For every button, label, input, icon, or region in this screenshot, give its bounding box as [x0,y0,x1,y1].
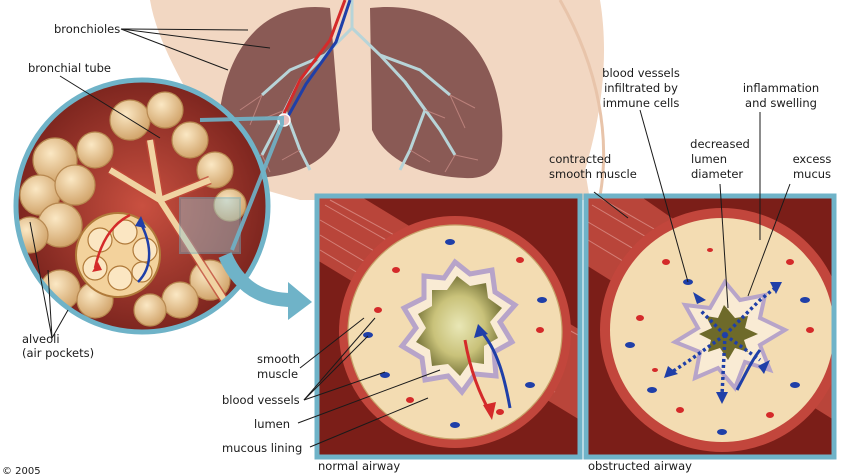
label-contracted-1: contracted [549,152,611,166]
label-air-pockets: (air pockets) [22,346,94,360]
normal-airway-panel [317,196,580,457]
label-contracted-2: smooth muscle [549,167,637,181]
label-excess-2: mucus [793,167,831,181]
label-inflammation-2: and swelling [745,96,817,110]
label-smooth-muscle-1: smooth [257,352,300,366]
copyright-text: © 2005 [2,466,41,476]
obstructed-airway-panel [586,196,844,457]
label-excess-1: excess [793,152,832,166]
caption-obstructed-airway: obstructed airway [588,459,692,473]
label-decreased-1: decreased [690,137,750,151]
label-decreased-3: diameter [691,167,743,181]
label-blood-vessels-infiltrated-1: blood vessels [602,66,680,80]
label-smooth-muscle-2: muscle [257,367,298,381]
label-alveoli: alveoli [22,332,60,346]
label-inflammation-1: inflammation [743,81,819,95]
label-lumen: lumen [254,417,290,431]
label-bronchial-tube: bronchial tube [28,61,111,75]
label-bronchioles: bronchioles [54,22,120,36]
label-decreased-2: lumen [691,152,727,166]
label-blood-vessels-infiltrated-3: immune cells [603,96,680,110]
label-blood-vessels: blood vessels [222,393,300,407]
alveolus-cutaway [76,213,160,297]
caption-normal-airway: normal airway [318,459,400,473]
label-blood-vessels-infiltrated-2: infiltrated by [604,81,678,95]
label-mucous-lining: mucous lining [222,441,302,455]
